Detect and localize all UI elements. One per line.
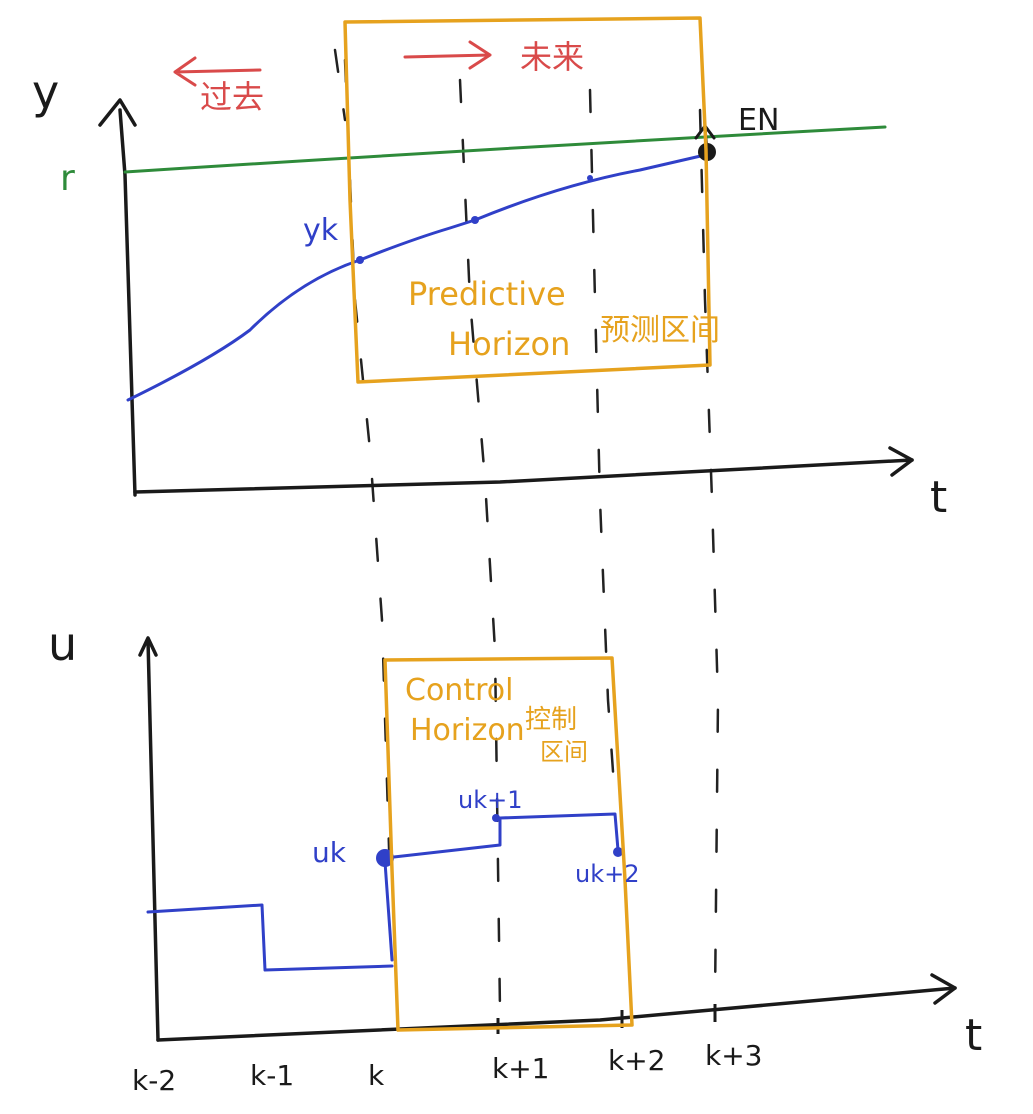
u-k1-point xyxy=(492,814,500,822)
predictive-horizon-label-line2: Horizon xyxy=(448,325,570,363)
t-axis-bottom-arrowhead xyxy=(930,973,957,1005)
input-plot: u t Control Horizon 控制 区间 uk uk+1 uk+2 k… xyxy=(48,617,982,1097)
tick-label-k: k xyxy=(368,1059,385,1092)
output-point-k xyxy=(356,256,364,264)
predictive-horizon-label-line1: Predictive xyxy=(408,275,566,313)
past-arrow xyxy=(173,56,262,87)
guide-line-past xyxy=(333,48,347,122)
t-axis-label-bottom: t xyxy=(965,1010,982,1061)
guide-line-k2 xyxy=(588,88,617,802)
y-axis xyxy=(118,108,137,497)
u-k1-label: uk+1 xyxy=(458,786,523,814)
u-axis xyxy=(146,638,160,1042)
tick-label-k1: k+1 xyxy=(492,1052,550,1085)
output-plot: y t r 过去 未来 yk EN Predictive Horizon 预测区… xyxy=(32,16,947,523)
control-horizon-label-cn-line1: 控制 xyxy=(525,705,577,735)
u-k-point xyxy=(376,849,394,867)
tick-label-k-1: k-1 xyxy=(250,1059,294,1092)
control-horizon-box xyxy=(383,656,634,1032)
u-axis-label: u xyxy=(48,617,77,671)
past-label: 过去 xyxy=(200,78,264,116)
t-axis-bottom xyxy=(156,986,957,1042)
tick-label-k3: k+3 xyxy=(705,1039,763,1072)
y-axis-arrowhead xyxy=(98,98,137,127)
y-axis-label: y xyxy=(32,65,59,119)
tick-label-k2: k+2 xyxy=(608,1044,666,1077)
u-k-label: uk xyxy=(312,836,347,869)
control-horizon-label-line1: Control xyxy=(405,673,513,708)
future-label: 未来 xyxy=(520,38,584,76)
u-k2-point xyxy=(613,847,623,857)
predictive-horizon-box xyxy=(343,16,712,384)
current-output-label: yk xyxy=(303,213,339,248)
t-axis xyxy=(133,458,914,494)
reference-line xyxy=(123,125,887,174)
reference-label: r xyxy=(60,158,75,199)
t-axis-arrowhead xyxy=(888,446,914,477)
u-k2-label: uk+2 xyxy=(575,860,640,888)
guide-line-k xyxy=(343,58,392,882)
output-point-k2 xyxy=(587,175,593,181)
time-guide-lines xyxy=(333,48,720,1012)
control-horizon-label-line2: Horizon xyxy=(410,713,525,748)
u-axis-arrowhead xyxy=(138,636,158,657)
t-axis-label-top: t xyxy=(930,472,947,523)
tick-label-k-2: k-2 xyxy=(132,1064,176,1097)
control-input-staircase xyxy=(146,812,620,972)
guide-line-k3 xyxy=(698,108,720,1002)
endpoint-label: EN xyxy=(738,103,779,138)
output-point-k1 xyxy=(471,216,479,224)
future-arrow xyxy=(403,40,492,70)
predictive-horizon-label-cn: 预测区间 xyxy=(600,313,720,348)
control-horizon-label-cn-line2: 区间 xyxy=(540,738,588,766)
